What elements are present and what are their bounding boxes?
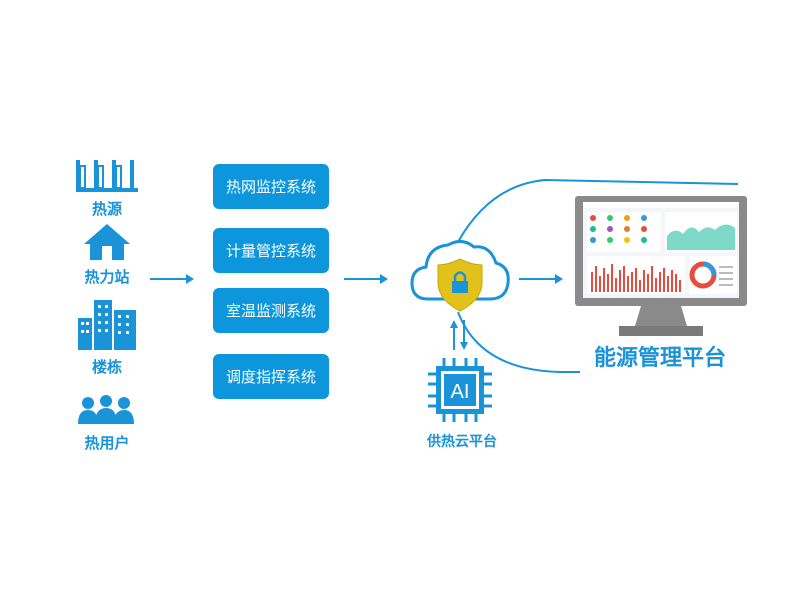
system-box-room-temp: 室温监测系统 [213,288,329,333]
arrow-right-icon [519,274,563,284]
source-label-heat-station: 热力站 [84,268,130,286]
arrow-right-icon [344,274,388,284]
bidirectional-arrow-icon [450,320,468,350]
system-box-dispatch: 调度指挥系统 [213,354,329,399]
cloud-platform-label: 供热云平台 [427,434,497,450]
heat-source-icon [76,160,138,192]
system-box-network-monitor: 热网监控系统 [213,164,329,209]
cloud-shield-icon [410,240,510,312]
ai-chip-text: AI [451,381,470,403]
heat-station-icon [84,224,130,260]
ai-chip-icon: AI [428,358,492,422]
building-icon [78,300,136,350]
users-icon [78,395,134,424]
system-box-metering: 计量管控系统 [213,228,329,273]
source-label-users: 热用户 [84,434,130,452]
source-label-building: 楼栋 [91,358,122,376]
arrow-right-icon [150,274,194,284]
source-label-heat-source: 热源 [91,200,122,218]
energy-platform-label: 能源管理平台 [593,346,726,371]
monitor-icon [575,196,747,336]
